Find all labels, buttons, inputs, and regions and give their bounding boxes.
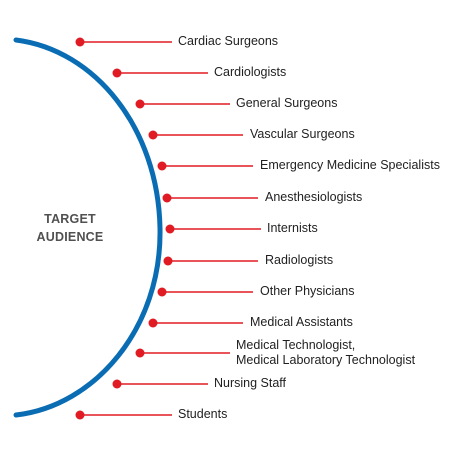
audience-item-label: Medical Assistants	[250, 315, 353, 329]
connector-dot	[112, 68, 122, 78]
audience-item-label: Nursing Staff	[214, 376, 287, 390]
connector-dot	[135, 99, 145, 109]
connector-dot	[157, 287, 167, 297]
connector-dot	[162, 193, 172, 203]
audience-item-label: Other Physicians	[260, 284, 355, 298]
audience-item-label: Cardiologists	[214, 65, 287, 79]
audience-item-label: General Surgeons	[236, 96, 338, 110]
connector-dot	[135, 348, 145, 358]
connector-dot	[157, 161, 167, 171]
center-label-line1: TARGET	[44, 212, 96, 226]
audience-item-label: Internists	[267, 221, 318, 235]
audience-item-label: Anesthesiologists	[265, 190, 363, 204]
connector-dot	[163, 256, 173, 266]
connector-dot	[112, 379, 122, 389]
audience-item-label: Vascular Surgeons	[250, 127, 355, 141]
connector-dot	[148, 130, 158, 140]
audience-item-label: Emergency Medicine Specialists	[260, 158, 440, 172]
connector-group	[75, 37, 261, 420]
connector-dot	[75, 410, 85, 420]
connector-dot	[165, 224, 175, 234]
audience-arc	[13, 37, 163, 418]
audience-item-label: Medical Technologist, Medical Laboratory…	[236, 338, 415, 368]
audience-item-label-line2: Medical Laboratory Technologist	[236, 353, 416, 367]
audience-item-label: Cardiac Surgeons	[178, 34, 279, 48]
center-label: TARGET AUDIENCE	[18, 210, 122, 246]
connector-dot	[148, 318, 158, 328]
audience-item-label-line1: Medical Technologist,	[236, 338, 356, 352]
center-label-line2: AUDIENCE	[36, 230, 104, 244]
connector-dot	[75, 37, 85, 47]
audience-item-label: Radiologists	[265, 253, 334, 267]
audience-item-label: Students	[178, 407, 228, 421]
